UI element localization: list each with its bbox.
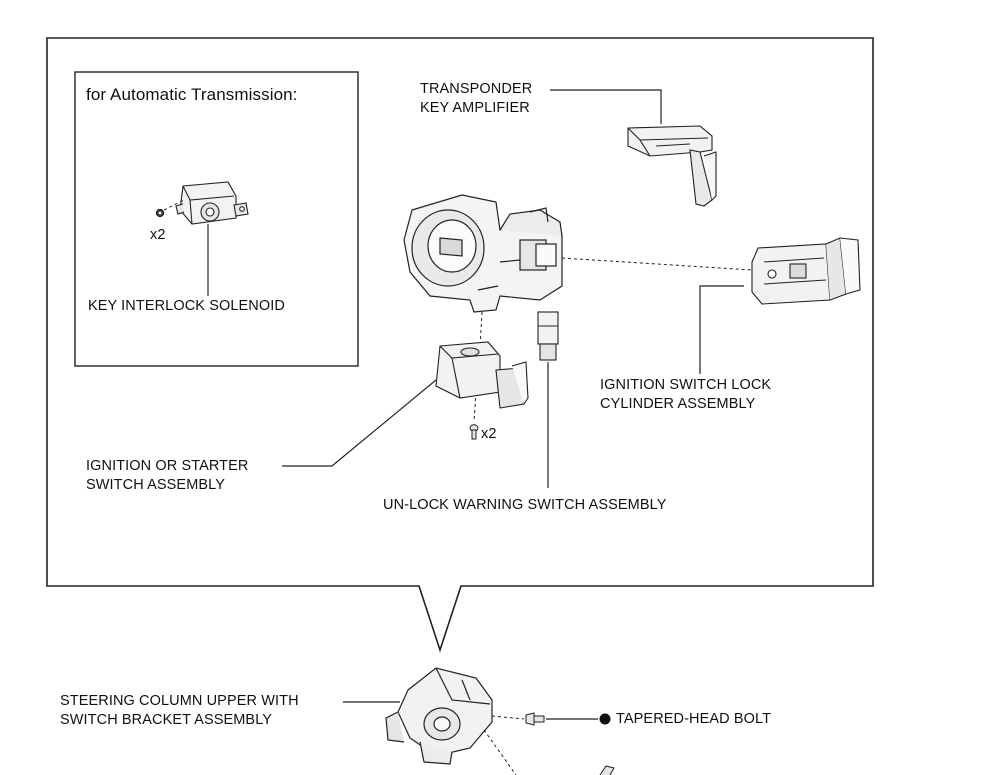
steering-column-label-line2: SWITCH BRACKET ASSEMBLY xyxy=(60,712,273,728)
lower-bolt-part xyxy=(599,765,615,775)
lock-cylinder-label-line1: IGNITION SWITCH LOCK xyxy=(600,377,772,393)
screw-dashed-line xyxy=(473,391,477,423)
transponder-leader-line xyxy=(550,89,662,124)
lower-bolt-dashed-line xyxy=(483,729,517,775)
starter-switch-dashed-line xyxy=(479,311,483,349)
unlock-warning-switch-part xyxy=(537,311,559,361)
lock-cylinder-label-line2: CYLINDER ASSEMBLY xyxy=(600,396,756,412)
tapered-head-bolt-part xyxy=(525,712,545,726)
starter-switch-label-line2: SWITCH ASSEMBLY xyxy=(86,477,226,493)
solenoid-screw-qty: x2 xyxy=(150,227,166,243)
starter-switch-label-line1: IGNITION OR STARTER xyxy=(86,458,249,474)
unlock-warning-label: UN-LOCK WARNING SWITCH ASSEMBLY xyxy=(383,497,667,513)
key-interlock-solenoid-part xyxy=(175,181,249,225)
lock-cylinder-dashed-line xyxy=(561,257,753,271)
transponder-key-amplifier-part xyxy=(627,125,717,207)
solenoid-screw xyxy=(155,208,165,218)
inset-title: for Automatic Transmission: xyxy=(86,85,298,104)
switch-mounting-screw xyxy=(469,424,479,440)
transponder-label-line2: KEY AMPLIFIER xyxy=(420,100,530,116)
screw-qty-label: x2 xyxy=(481,426,497,442)
ignition-starter-switch-part xyxy=(435,341,529,409)
transponder-label-line1: TRANSPONDER xyxy=(420,81,533,97)
starter-switch-leader-line xyxy=(282,379,437,467)
key-interlock-solenoid-label: KEY INTERLOCK SOLENOID xyxy=(88,298,285,314)
ignition-key-cylinder-housing-part xyxy=(403,194,563,313)
tapered-head-bolt-label: TAPERED-HEAD BOLT xyxy=(616,711,772,727)
steering-column-upper-bracket-part xyxy=(385,667,493,765)
solenoid-screw-dashed-line xyxy=(163,199,185,211)
bolt-dashed-line xyxy=(491,715,525,720)
ignition-switch-lock-cylinder-part xyxy=(751,237,861,305)
tapered-bolt-bullet-icon xyxy=(599,713,611,725)
steering-column-label-line1: STEERING COLUMN UPPER WITH xyxy=(60,693,299,709)
lock-cylinder-leader-line xyxy=(699,285,744,374)
